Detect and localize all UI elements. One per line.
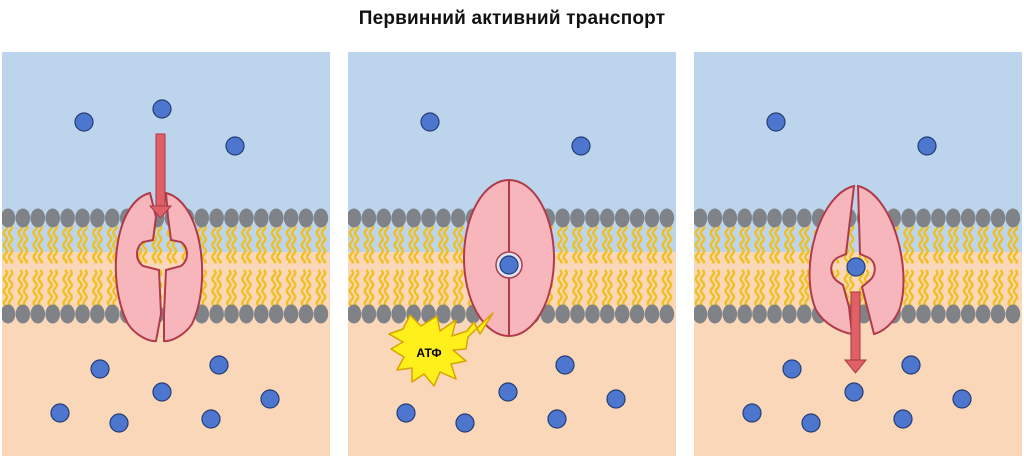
arrow-outward [843, 291, 868, 374]
solute-molecule [606, 389, 626, 409]
solute-molecule [498, 382, 518, 402]
solute-molecule [420, 112, 440, 132]
solute-molecule [109, 413, 129, 433]
solute-molecule [547, 409, 567, 429]
solute-molecules [50, 99, 280, 433]
solute-molecule [152, 99, 172, 119]
solute-molecule [225, 136, 245, 156]
stage-panel-release [694, 52, 1022, 456]
solute-molecule [209, 355, 229, 375]
solute-molecule [844, 382, 864, 402]
solute-molecule [952, 389, 972, 409]
lipid-bilayer [2, 208, 329, 324]
solute-molecule [782, 359, 802, 379]
solute-molecule [893, 409, 913, 429]
solute-molecule [742, 403, 762, 423]
solute-molecule [201, 409, 221, 429]
solute-molecules [396, 112, 626, 433]
stage-panel-phosphorylation: АТФ [348, 52, 676, 456]
carrier-protein-open-inside [808, 184, 905, 336]
diagram-title: Первинний активний транспорт [358, 8, 666, 29]
solute-molecule [555, 355, 575, 375]
solute-molecule [50, 403, 70, 423]
solute-molecule [571, 136, 591, 156]
solute-molecule [152, 382, 172, 402]
solute-molecule [74, 112, 94, 132]
stage-panel-binding [2, 52, 330, 456]
atp-label: АТФ [416, 346, 441, 360]
arrow-inward [148, 133, 173, 219]
solute-molecule [396, 403, 416, 423]
solute-molecule [917, 136, 937, 156]
solute-molecule [455, 413, 475, 433]
carrier-protein-closed [463, 179, 555, 337]
carrier-protein-open-outside [114, 191, 204, 343]
bound-solute-molecule [499, 255, 519, 275]
atp-burst-icon: АТФ [388, 312, 494, 387]
solute-molecule [901, 355, 921, 375]
released-solute-molecule [846, 257, 866, 277]
solute-molecule [90, 359, 110, 379]
solute-molecule [260, 389, 280, 409]
solute-molecule [801, 413, 821, 433]
solute-molecules [742, 112, 972, 433]
solute-molecule [766, 112, 786, 132]
